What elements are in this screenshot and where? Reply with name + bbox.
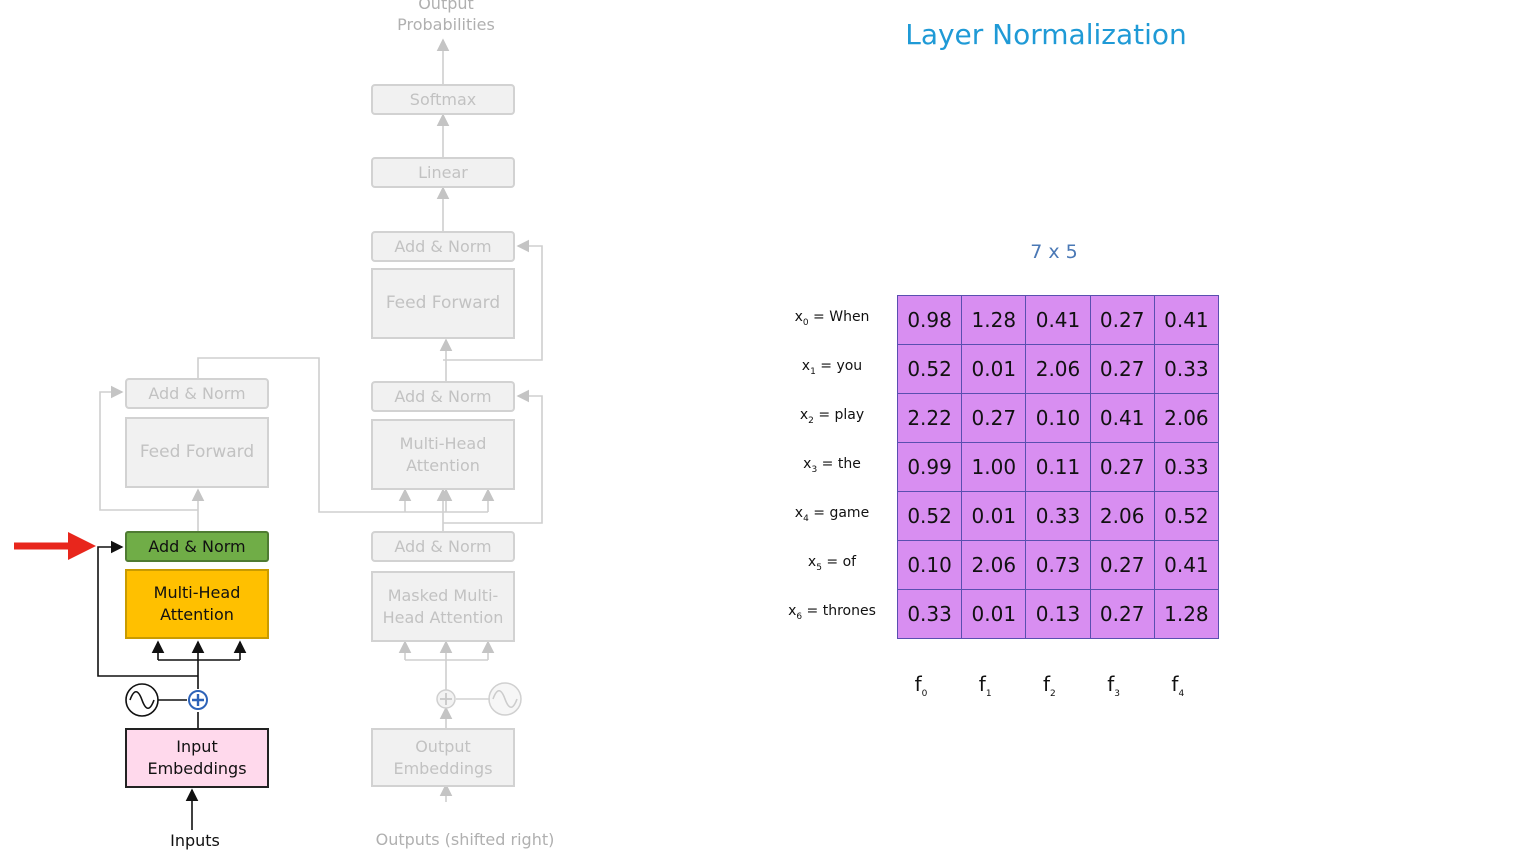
matrix-cell: 0.27 — [1089, 344, 1155, 394]
encoder-add-norm-top: Add & Norm — [125, 378, 269, 409]
column-label-3: f3 — [1107, 672, 1120, 699]
matrix-cell: 0.27 — [1089, 295, 1155, 345]
matrix-cell: 0.27 — [1089, 589, 1155, 639]
matrix-cell: 0.33 — [1153, 344, 1219, 394]
slide-title: Layer Normalization — [905, 18, 1187, 51]
matrix-cell: 0.73 — [1025, 540, 1091, 590]
matrix-cell: 0.01 — [961, 491, 1027, 541]
decoder-feed-forward: Feed Forward — [371, 268, 515, 339]
input-embeddings-block: Input Embeddings — [125, 728, 269, 788]
matrix-cell: 0.33 — [1025, 491, 1091, 541]
row-label-5: x5 = of — [807, 554, 857, 573]
matrix-cell: 0.27 — [1089, 540, 1155, 590]
matrix-cell: 0.10 — [1025, 393, 1091, 443]
softmax-block: Softmax — [371, 84, 515, 115]
matrix-cell: 0.01 — [961, 589, 1027, 639]
column-label-0: f0 — [914, 672, 928, 699]
matrix-cell: 0.11 — [1025, 442, 1091, 492]
decoder-add-norm-2: Add & Norm — [371, 381, 515, 412]
matrix-cell: 0.99 — [897, 442, 963, 492]
matrix-cell: 0.41 — [1025, 295, 1091, 345]
column-label-2: f2 — [1043, 672, 1056, 699]
inputs-label: Inputs — [170, 831, 220, 850]
column-label-1: f1 — [978, 672, 992, 699]
row-label-4: x4 = game — [794, 505, 870, 524]
row-label-1: x1 = you — [801, 358, 863, 377]
column-label-4: f4 — [1171, 672, 1185, 699]
matrix-cell: 1.28 — [1153, 589, 1219, 639]
matrix-cell: 0.41 — [1153, 295, 1219, 345]
encoder-feed-forward: Feed Forward — [125, 417, 269, 488]
matrix-cell: 2.06 — [1153, 393, 1219, 443]
linear-block: Linear — [371, 157, 515, 188]
matrix-cell: 0.27 — [961, 393, 1027, 443]
encoder-add-norm-active: Add & Norm — [125, 531, 269, 562]
masked-multi-head-attention: Masked Multi- Head Attention — [371, 571, 515, 642]
row-label-3: x3 = the — [803, 456, 861, 475]
matrix-cell: 0.41 — [1153, 540, 1219, 590]
pointer-arrow-icon — [14, 532, 96, 560]
matrix-cell: 2.06 — [1089, 491, 1155, 541]
decoder-multi-head-attention: Multi-Head Attention — [371, 419, 515, 490]
matrix-cell: 0.52 — [897, 491, 963, 541]
row-label-0: x0 = When — [794, 309, 870, 328]
matrix-cell: 1.28 — [961, 295, 1027, 345]
output-probabilities-label: Output Probabilities — [397, 0, 495, 34]
output-embeddings-block: Output Embeddings — [371, 728, 515, 787]
outputs-shifted-label: Outputs (shifted right) — [375, 830, 555, 849]
decoder-add-norm-1: Add & Norm — [371, 531, 515, 562]
row-label-6: x6 = thrones — [788, 603, 876, 622]
matrix-cell: 0.33 — [897, 589, 963, 639]
matrix-cell: 0.98 — [897, 295, 963, 345]
matrix-dimensions: 7 x 5 — [1030, 241, 1078, 263]
matrix-cell: 1.00 — [961, 442, 1027, 492]
matrix-cell: 2.06 — [1025, 344, 1091, 394]
encoder-multi-head-attention: Multi-Head Attention — [125, 569, 269, 639]
matrix-cell: 0.10 — [897, 540, 963, 590]
matrix-cell: 0.52 — [897, 344, 963, 394]
matrix-cell: 0.13 — [1025, 589, 1091, 639]
matrix-cell: 0.01 — [961, 344, 1027, 394]
matrix-cell: 0.52 — [1153, 491, 1219, 541]
decoder-add-norm-3: Add & Norm — [371, 231, 515, 262]
matrix-cell: 0.27 — [1089, 442, 1155, 492]
matrix-cell: 0.41 — [1089, 393, 1155, 443]
matrix-cell: 2.22 — [897, 393, 963, 443]
matrix-cell: 0.33 — [1153, 442, 1219, 492]
row-label-2: x2 = play — [799, 407, 865, 426]
matrix-cell: 2.06 — [961, 540, 1027, 590]
